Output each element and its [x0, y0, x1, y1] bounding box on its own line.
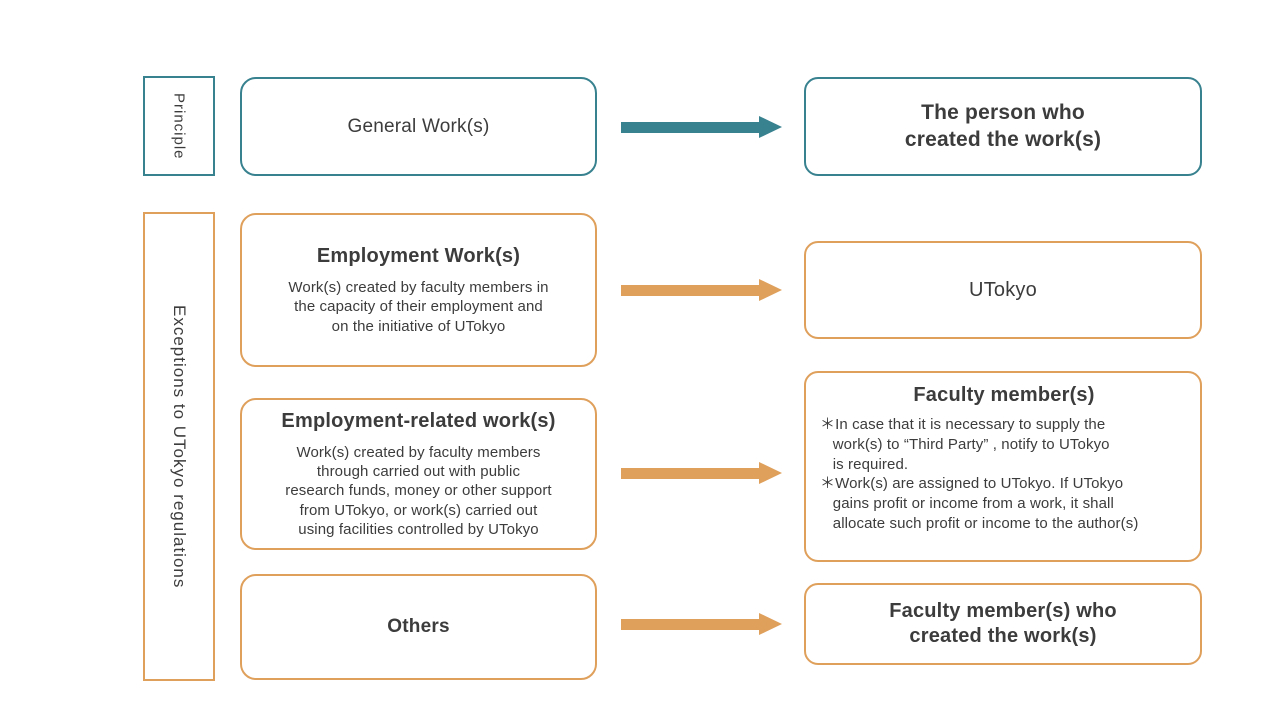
employment-related-box: Employment-related work(s) Work(s) creat… — [240, 398, 597, 550]
principle-group-label: Principle — [143, 76, 215, 176]
arrow-shaft — [621, 121, 759, 133]
arrow-head — [759, 462, 782, 484]
faculty-members-box: Faculty member(s) ＊In case that it is ne… — [804, 371, 1202, 562]
arrow-shaft — [621, 284, 759, 296]
general-works-title: General Work(s) — [347, 115, 490, 137]
employment-works-title: Employment Work(s) — [316, 245, 521, 268]
employment-works-description: Work(s) created by faculty members in th… — [288, 279, 549, 335]
arrow-head — [759, 613, 782, 635]
arrow-head — [759, 279, 782, 301]
arrow-right-icon — [621, 116, 782, 138]
employment-related-description: Work(s) created by faculty members throu… — [285, 444, 552, 538]
faculty-members-title: Faculty member(s) — [913, 384, 1095, 406]
employment-works-box: Employment Work(s) Work(s) created by fa… — [240, 213, 597, 367]
utokyo-title: UTokyo — [969, 278, 1037, 301]
employment-related-title: Employment-related work(s) — [281, 410, 556, 433]
person-created-title: The person who created the work(s) — [904, 101, 1102, 151]
faculty-members-note-third-party: ＊In case that it is necessary to supply … — [820, 416, 1110, 473]
others-box: Others — [240, 574, 597, 680]
others-title: Others — [387, 616, 450, 638]
arrow-right-icon — [621, 613, 782, 635]
general-works-box: General Work(s) — [240, 77, 597, 176]
arrow-head — [759, 116, 782, 138]
arrow-shaft — [621, 467, 759, 479]
faculty-members-note-assignment: ＊Work(s) are assigned to UTokyo. If UTok… — [820, 475, 1139, 532]
arrow-shaft — [621, 618, 759, 630]
faculty-created-title: Faculty member(s) who created the work(s… — [889, 600, 1117, 647]
person-created-box: The person who created the work(s) — [804, 77, 1202, 176]
arrow-right-icon — [621, 462, 782, 484]
faculty-created-box: Faculty member(s) who created the work(s… — [804, 583, 1202, 665]
utokyo-box: UTokyo — [804, 241, 1202, 339]
exceptions-group-label: Exceptions to UTokyo regulations — [143, 212, 215, 681]
arrow-right-icon — [621, 279, 782, 301]
